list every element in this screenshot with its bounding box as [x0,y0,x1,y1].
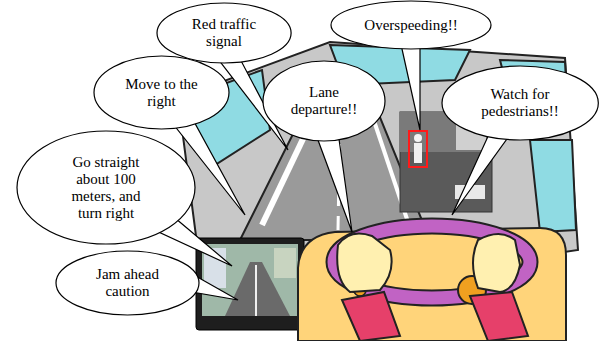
pedestrian-figure [414,134,422,142]
bubble-text: Lane departure!! [283,84,365,118]
right-cuff [470,292,528,341]
bubble-text: Jam ahead caution [80,266,176,300]
bubble-text: Move to the right [116,76,208,110]
bubble-ellipse [56,251,199,315]
speech-bubble: Go straight about 100 meters, and turn r… [16,130,196,245]
speech-bubble: Red traffic signal [156,2,292,64]
speech-bubble: Move to the right [93,55,230,130]
bubble-text-group: Overspeeding!! [364,17,457,34]
bubble-tail [452,132,512,215]
bubble-ellipse [263,61,385,141]
bubble-text-group: Lane departure!! [283,84,365,118]
speech-bubble: Jam ahead caution [55,250,200,316]
navigation-lane [255,265,257,316]
pedestrian-figure [414,143,422,163]
map-block [530,140,576,232]
bubble-ellipse [331,1,491,49]
bubble-text-group: Move to the right [116,76,208,110]
bubble-text: Watch for pedestrians!! [466,86,574,120]
left-cuff [342,292,400,341]
bubble-text-group: Jam ahead caution [80,266,176,300]
steering-wheel-outline [334,226,530,298]
left-hand [337,233,391,292]
bubble-text: Overspeeding!! [364,17,457,34]
right-hand [473,234,520,292]
bubble-text: Red traffic signal [178,16,270,50]
bubble-ellipse [94,56,229,129]
bubble-text-group: Red traffic signal [178,16,270,50]
bubble-ellipse [157,3,291,63]
navigation-building [274,248,296,278]
detection-box [409,131,427,167]
bubble-text: Go straight about 100 meters, and turn r… [58,154,154,222]
bubble-text-group: Go straight about 100 meters, and turn r… [58,154,154,222]
bubble-text-group: Watch for pedestrians!! [466,86,574,120]
speech-bubble: Overspeeding!! [330,0,492,50]
speech-bubble: Lane departure!! [262,60,386,142]
bubble-ellipse [17,131,195,244]
speech-bubble: Watch for pedestrians!! [441,65,599,141]
bubble-tail [315,132,352,232]
steering-wheel [334,226,530,298]
bubble-tail [400,40,420,130]
bubble-ellipse [442,66,598,140]
